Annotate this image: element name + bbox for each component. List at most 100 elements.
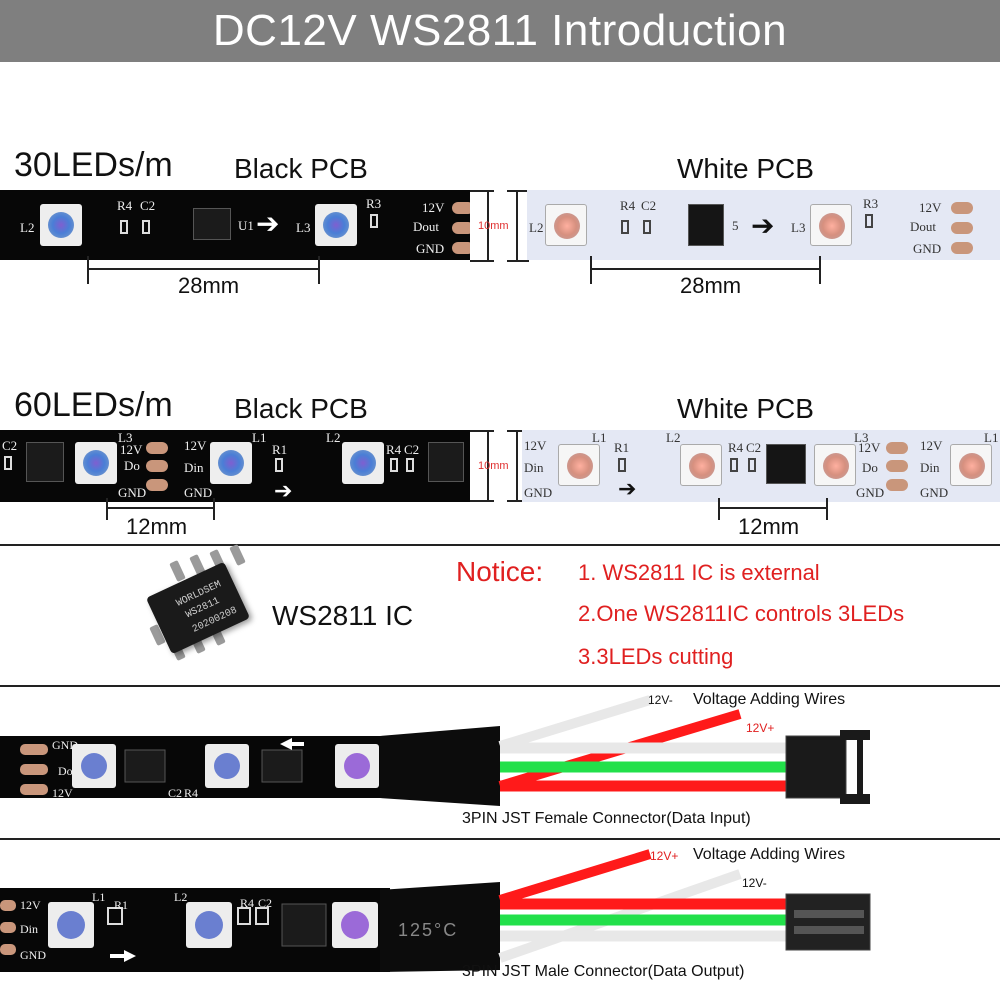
spacing-label-30-white: 28mm	[680, 273, 742, 298]
pad-label: GND	[913, 241, 942, 256]
silk-label: GND	[524, 485, 553, 500]
width-bracket	[487, 190, 489, 262]
pad-label: 12V	[422, 200, 445, 215]
arrow-right-icon: ➔	[618, 476, 637, 501]
notice-item-3: 3.3LEDs cutting	[578, 644, 734, 669]
silk-label: C2	[258, 896, 273, 910]
led-die	[341, 911, 369, 939]
silk-label: GND	[52, 738, 78, 752]
jst-female-connector	[785, 735, 847, 799]
divider	[0, 544, 1000, 546]
resistor	[370, 214, 378, 228]
white-pcb-strip-30: L2 R4 C2 5 ➔ L3 R3 12V Dout GND	[527, 190, 1000, 260]
density-60-label: 60LEDs/m	[14, 386, 173, 424]
female-connector-label: 3PIN JST Female Connector(Data Input)	[462, 810, 751, 827]
ic-chip	[124, 749, 166, 783]
dimension-line	[718, 507, 828, 509]
silk-label: U1	[238, 218, 254, 233]
ic-chip	[688, 204, 724, 246]
solder-pad	[951, 222, 973, 234]
male-strip-silk: 12V Din GND L1 R1 L2 R4 C2	[0, 840, 390, 990]
width-bracket	[516, 190, 518, 262]
divider	[0, 838, 1000, 840]
silk-label: C2	[2, 438, 18, 453]
silk-label: 12V	[52, 786, 73, 800]
spacing-label-30-black: 28mm	[178, 273, 240, 298]
silk-label: GND	[20, 948, 46, 962]
silk-label: GND	[118, 485, 147, 500]
spacing-label-60-white: 12mm	[738, 514, 800, 539]
ic-chip	[766, 444, 806, 484]
capacitor	[4, 456, 12, 470]
white-pcb-strip-60: 12V Din GND L1 R1 ➔ L2 R4 C2 L3 12V Do G…	[522, 430, 1000, 502]
capacitor	[643, 220, 651, 234]
notice-item-2: 2.One WS2811IC controls 3LEDs	[578, 601, 905, 626]
silk-label: R4	[728, 440, 744, 455]
capacitor	[406, 458, 414, 472]
resistor	[107, 907, 123, 925]
resistor	[730, 458, 738, 472]
arrow-left-icon	[280, 738, 304, 750]
page-title: DC12V WS2811 Introduction	[0, 0, 1000, 62]
ic-chip	[26, 442, 64, 482]
silk-label: R1	[614, 440, 630, 455]
silk-label: L2	[529, 220, 544, 235]
solder-pad	[146, 442, 168, 454]
solder-pad	[146, 479, 168, 491]
silk-label: Din	[524, 460, 544, 475]
pad-label: Dout	[413, 219, 439, 234]
ic-chip	[281, 903, 327, 947]
label-voltage-adding-wires: Voltage Adding Wires	[693, 846, 846, 863]
solder-pad	[951, 242, 973, 254]
solder-pad	[20, 744, 48, 755]
silk-label: GND	[920, 485, 949, 500]
black-pcb-strip-30: L2 R4 C2 U1 ➔ L3 R3 12V Dout GND	[0, 190, 470, 260]
silk-label: 12V	[920, 438, 943, 453]
white-pcb-label-30: White PCB	[677, 153, 814, 184]
ws2811-ic-photo: WORLDSEM WS2811 20200208	[135, 544, 265, 680]
solder-pad	[886, 479, 908, 491]
silk-label: C2	[746, 440, 762, 455]
silk-label: Din	[184, 460, 204, 475]
label-voltage-adding-wires: Voltage Adding Wires	[693, 691, 846, 708]
resistor	[120, 220, 128, 234]
heat-shrink-sleeve	[380, 882, 500, 972]
solder-pad	[951, 202, 973, 214]
silk-label: R3	[863, 196, 879, 211]
pad-label: Dout	[910, 219, 936, 234]
black-pcb-strip-60: C2 L3 12V Do GND 12V Din GND L1 R1 ➔ L2 …	[0, 430, 470, 502]
resistor	[275, 458, 283, 472]
pad-label: 12V	[919, 200, 942, 215]
led-chip	[950, 444, 992, 486]
arrow-right-icon: ➔	[751, 210, 775, 241]
led-chip	[558, 444, 600, 486]
silk-label: 12V	[858, 440, 881, 455]
label-12v-minus: 12V-	[648, 693, 673, 707]
ic-chip	[261, 749, 303, 783]
white-pcb-label-60: White PCB	[677, 393, 814, 424]
resistor	[390, 458, 398, 472]
male-connector-diagram	[0, 849, 871, 972]
solder-pad	[452, 202, 470, 214]
strip-body	[0, 736, 390, 798]
resistor	[865, 214, 873, 228]
solder-pad	[886, 442, 908, 454]
silk-label: R4	[620, 198, 636, 213]
capacitor	[142, 220, 150, 234]
connector-latch	[840, 730, 870, 740]
solder-pad	[0, 922, 16, 933]
dimension-line	[106, 507, 215, 509]
density-30-label: 30LEDs/m	[14, 146, 173, 184]
resistor	[621, 220, 629, 234]
silk-label: 12V	[524, 438, 547, 453]
label-12v-plus: 12V+	[746, 721, 775, 735]
width-mark: 10mm	[478, 220, 509, 232]
led-die	[214, 753, 240, 779]
ic-chip	[193, 208, 231, 240]
silk-label: L2	[20, 220, 35, 235]
pad-label: GND	[416, 241, 445, 256]
led-die	[81, 753, 107, 779]
silk-label: 5	[732, 218, 739, 233]
wire-red-extra	[498, 849, 652, 905]
divider	[0, 685, 1000, 687]
